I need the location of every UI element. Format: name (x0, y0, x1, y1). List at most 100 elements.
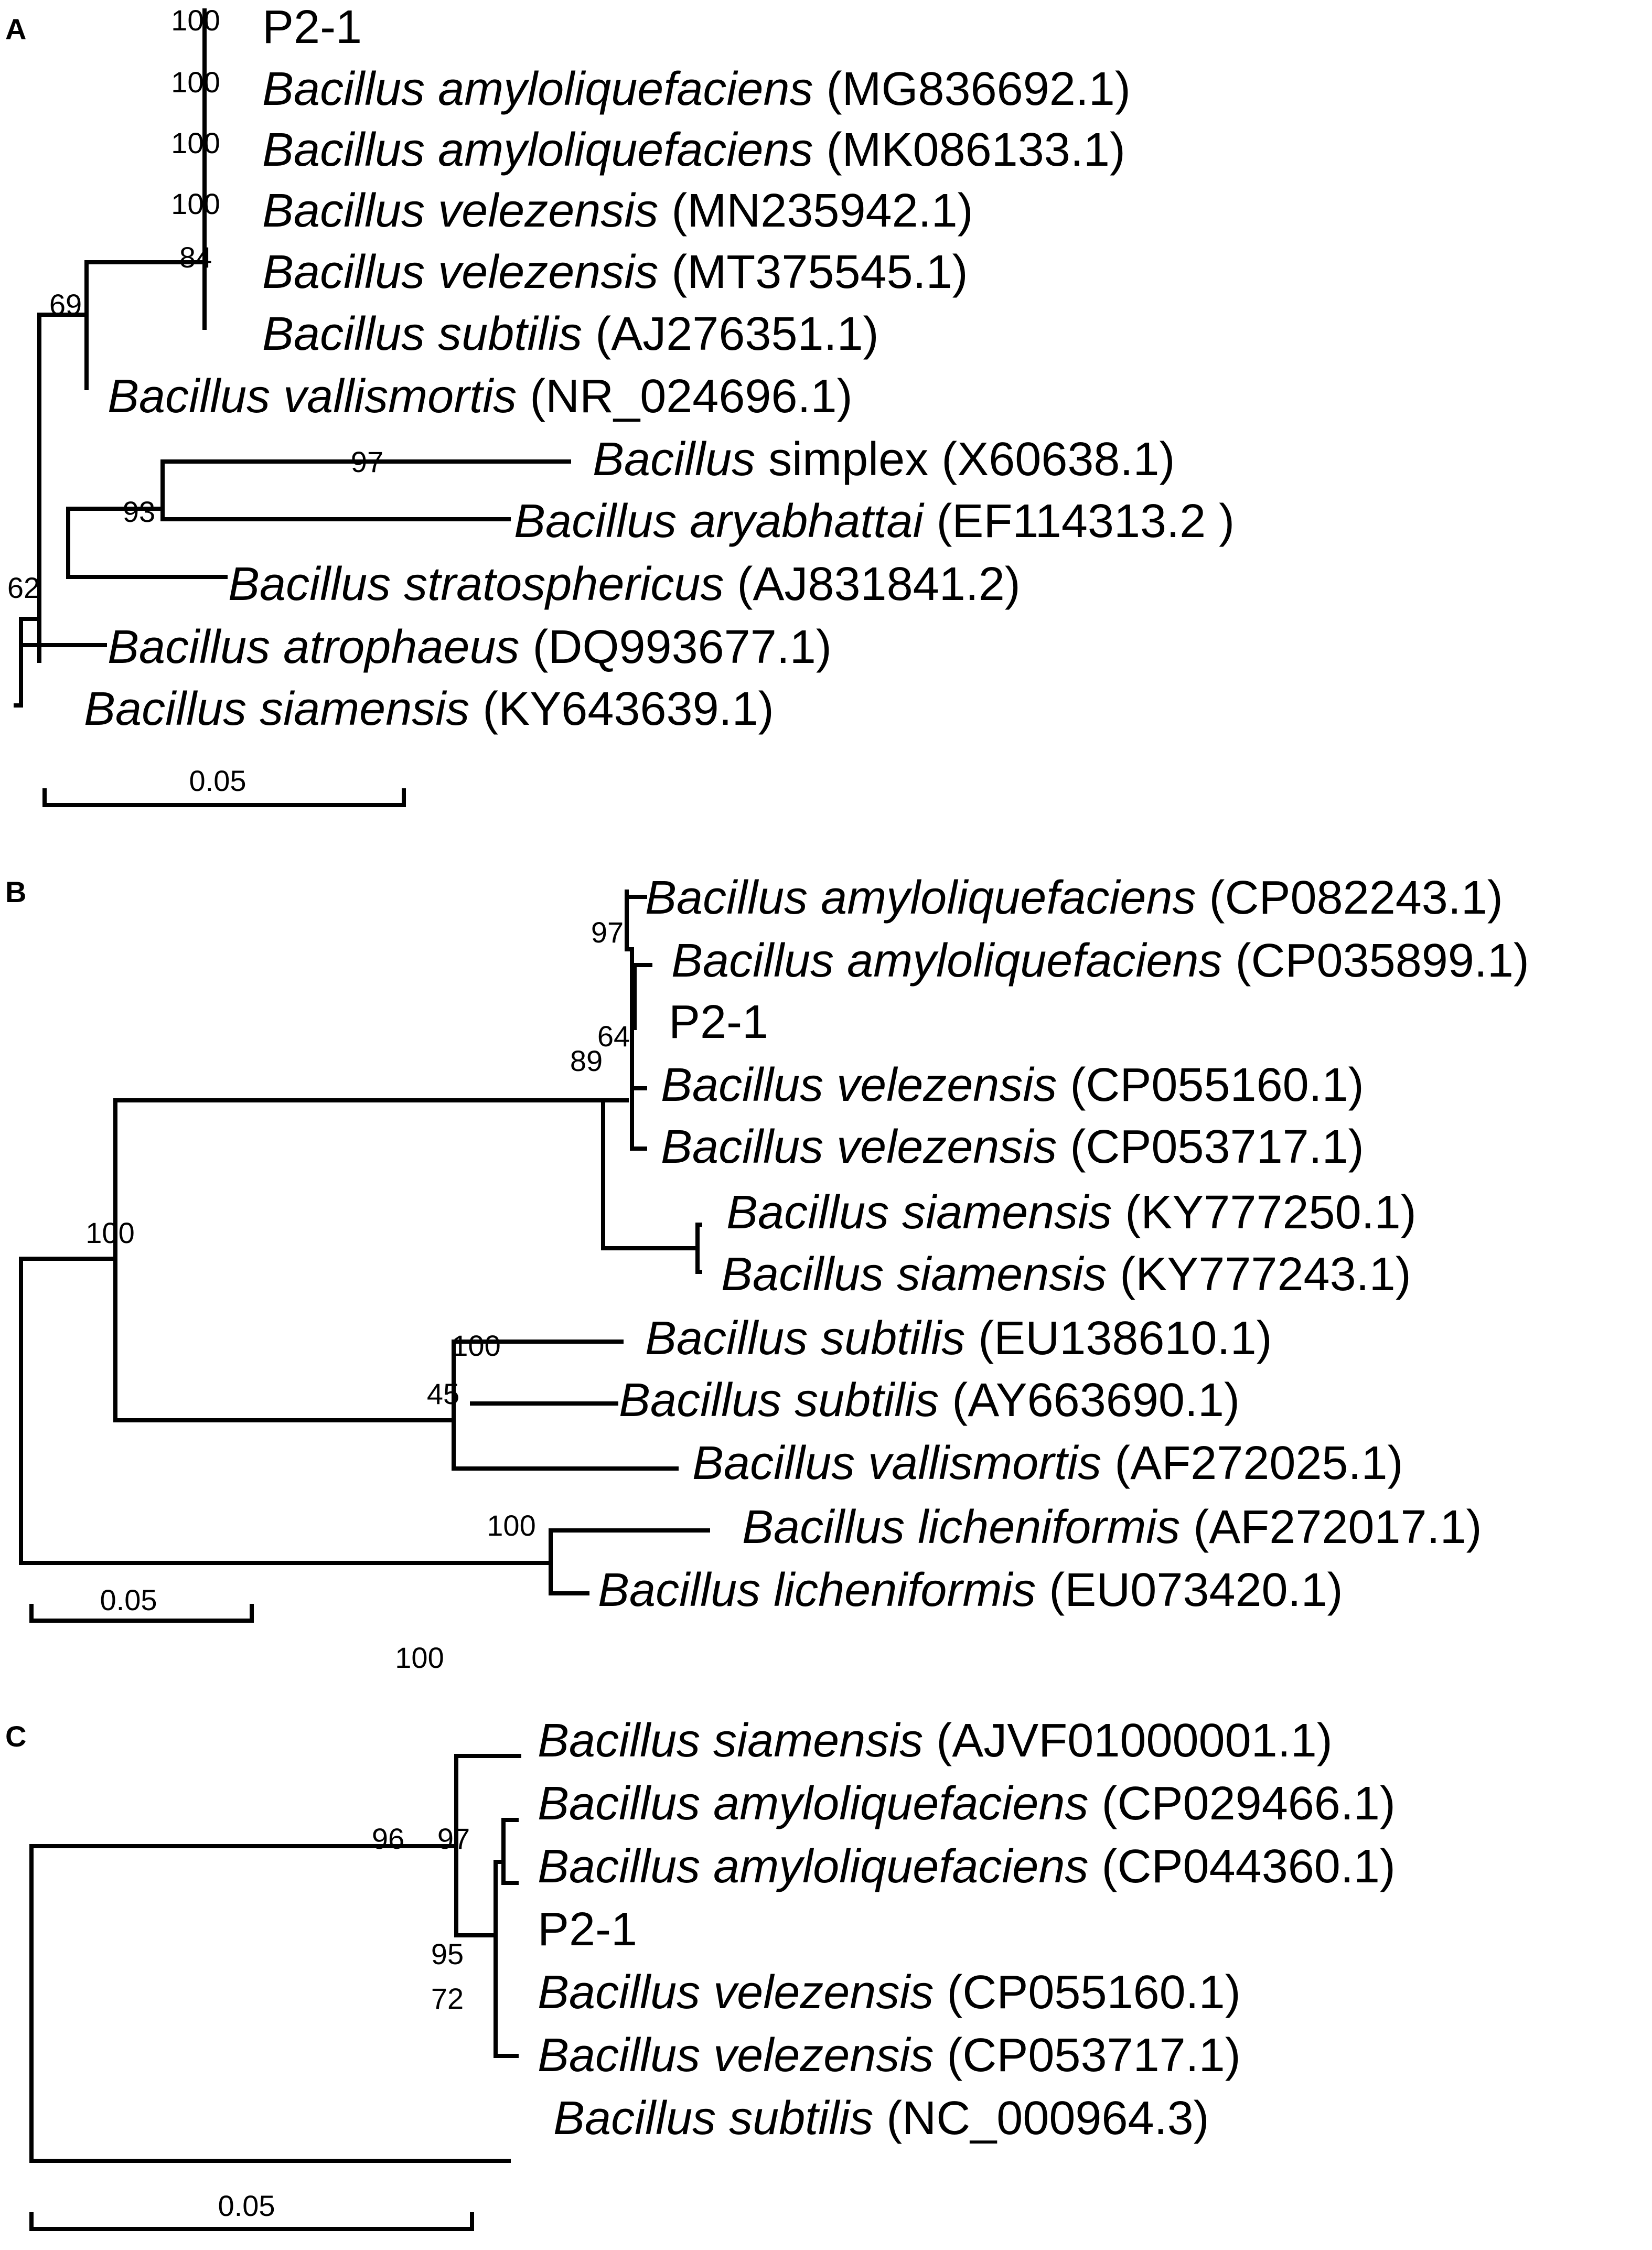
taxon-species: siamensis (902, 1186, 1125, 1239)
panel-b-bootstrap-value: 100 (452, 1329, 500, 1362)
panel-c-taxon-label: Bacillus subtilis (NC_000964.3) (553, 2092, 1209, 2145)
panel-a-taxon-label: Bacillus atrophaeus (DQ993677.1) (108, 621, 832, 673)
taxon-genus: Bacillus (262, 185, 438, 237)
taxon-species: atrophaeus (283, 621, 532, 673)
taxon-genus: Bacillus (538, 2029, 713, 2082)
panel-a-taxon-label: Bacillus velezensis (MN235942.1) (262, 185, 973, 237)
taxon-accession: (CP044360.1) (1102, 1840, 1396, 1893)
taxon-genus: Bacillus (538, 1715, 713, 1767)
panel-a-letter: A (5, 13, 26, 46)
panel-a-taxon-label: Bacillus vallismortis (NR_024696.1) (108, 370, 853, 423)
taxon-accession: (CP029466.1) (1102, 1777, 1396, 1830)
taxon-genus: Bacillus (645, 872, 821, 924)
taxon-species: amyloliquefaciens (713, 1840, 1101, 1893)
taxon-accession: (MG836692.1) (827, 63, 1131, 115)
taxon-accession: (MK086133.1) (827, 124, 1125, 176)
taxon-genus: Bacillus (692, 1437, 868, 1490)
taxon-species: velezensis (438, 185, 671, 237)
panel-b-taxon-label: Bacillus amyloliquefaciens (CP035899.1) (671, 935, 1529, 987)
taxon-genus: Bacillus (262, 308, 438, 360)
taxon-genus: Bacillus (661, 1121, 836, 1173)
panel-a-taxon-label: Bacillus amyloliquefaciens (MG836692.1) (262, 63, 1131, 115)
taxon-accession: (AJ276351.1) (595, 308, 878, 360)
taxon-genus: Bacillus (726, 1186, 902, 1239)
taxon-species: vallismortis (283, 370, 530, 423)
taxon-species: velezensis (836, 1059, 1070, 1111)
taxon-accession: (AJVF01000001.1) (936, 1715, 1332, 1767)
panel-c-bootstrap-value: 96 (372, 1822, 404, 1855)
panel-c-taxon-label: Bacillus siamensis (AJVF01000001.1) (538, 1715, 1333, 1767)
panel-b-taxon-label: Bacillus subtilis (EU138610.1) (645, 1312, 1272, 1365)
taxon-accession: (AJ831841.2) (737, 558, 1020, 610)
panel-b-taxon-label: Bacillus subtilis (AY663690.1) (619, 1374, 1240, 1427)
taxon-genus: Bacillus (593, 433, 768, 486)
taxon-genus: Bacillus (645, 1312, 821, 1365)
taxon-genus: Bacillus (84, 683, 260, 735)
taxon-species: amyloliquefaciens (847, 935, 1235, 987)
taxon-accession: (DQ993677.1) (533, 621, 832, 673)
taxon-species: subtilis (729, 2092, 886, 2145)
panel-b-taxon-label: Bacillus licheniformis (EU073420.1) (598, 1564, 1343, 1616)
taxon-accession: (CP035899.1) (1236, 935, 1529, 987)
panel-a-bootstrap-value: 100 (171, 4, 220, 37)
taxon-species: stratosphericus (404, 558, 737, 610)
taxon-genus: Bacillus (108, 370, 283, 423)
taxon-accession: (NR_024696.1) (530, 370, 852, 423)
panel-a-bootstrap-value: 97 (351, 445, 383, 478)
panel-a-bootstrap-value: 84 (179, 241, 212, 274)
taxon-species: velezensis (713, 2029, 947, 2082)
panel-b-taxon-label: P2-1 (669, 996, 768, 1048)
panel-b-bootstrap-value: 100 (395, 1641, 444, 1674)
panel-b-taxon-label: Bacillus siamensis (KY777250.1) (726, 1186, 1417, 1239)
taxon-genus: Bacillus (742, 1501, 918, 1553)
taxon-accession: (AY663690.1) (952, 1374, 1240, 1427)
taxon-species: amyloliquefaciens (821, 872, 1209, 924)
panel-a-taxon-label: P2-1 (262, 1, 362, 53)
taxon-genus: Bacillus (619, 1374, 795, 1427)
taxon-accession: (CP053717.1) (947, 2029, 1240, 2082)
panel-b-taxon-label: Bacillus velezensis (CP053717.1) (661, 1121, 1364, 1173)
panel-b-taxon-label: Bacillus amyloliquefaciens (CP082243.1) (645, 872, 1503, 924)
panel-a-bootstrap-value: 100 (171, 66, 220, 99)
panel-b-taxon-label: Bacillus vallismortis (AF272025.1) (692, 1437, 1403, 1490)
panel-c-scale-label: 0.05 (218, 2189, 275, 2222)
taxon-accession: (CP053717.1) (1070, 1121, 1364, 1173)
panel-a-taxon-label: Bacillus amyloliquefaciens (MK086133.1) (262, 124, 1125, 176)
panel-c-bootstrap-value: 95 (431, 1937, 464, 1970)
taxon-accession: (X60638.1) (941, 433, 1175, 486)
taxon-genus: Bacillus (671, 935, 847, 987)
panel-b-bootstrap-value: 97 (591, 916, 624, 949)
taxon-accession: (AF272017.1) (1193, 1501, 1482, 1553)
taxon-genus: Bacillus (262, 124, 438, 176)
taxon-accession: (AF272025.1) (1114, 1437, 1403, 1490)
taxon-species: amyloliquefaciens (713, 1777, 1101, 1830)
panel-b-bootstrap-value: 100 (85, 1216, 134, 1249)
panel-c-taxon-label: Bacillus velezensis (CP053717.1) (538, 2029, 1241, 2082)
taxon-species: siamensis (260, 683, 482, 735)
taxon-genus: Bacillus (514, 495, 690, 548)
taxon-species: vallismortis (868, 1437, 1114, 1490)
panel-b-bootstrap-value: 45 (427, 1377, 459, 1410)
panel-c-bootstrap-value: 97 (437, 1822, 470, 1855)
panel-a-bootstrap-value: 100 (171, 126, 220, 159)
taxon-accession: (CP055160.1) (947, 1966, 1240, 2019)
panel-b-taxon-label: Bacillus siamensis (KY777243.1) (721, 1248, 1411, 1301)
panel-b-taxon-label: Bacillus velezensis (CP055160.1) (661, 1059, 1364, 1111)
taxon-species: amyloliquefaciens (438, 124, 826, 176)
taxon-accession: (CP055160.1) (1070, 1059, 1364, 1111)
taxon-accession: (NC_000964.3) (886, 2092, 1209, 2145)
panel-a-scale-label: 0.05 (189, 764, 246, 797)
taxon-genus: Bacillus (721, 1248, 897, 1301)
taxon-species: velezensis (836, 1121, 1070, 1173)
taxon-genus: Bacillus (598, 1564, 774, 1616)
panel-a-bootstrap-value: 100 (171, 187, 220, 220)
taxon-species: subtilis (795, 1374, 952, 1427)
panel-a-taxon-label: Bacillus subtilis (AJ276351.1) (262, 308, 879, 360)
panel-b-scale-label: 0.05 (100, 1583, 157, 1616)
taxon-accession: (CP082243.1) (1209, 872, 1503, 924)
panel-a-taxon-label: Bacillus velezensis (MT375545.1) (262, 246, 968, 298)
panel-a-taxon-label: Bacillus simplex (X60638.1) (593, 433, 1175, 486)
